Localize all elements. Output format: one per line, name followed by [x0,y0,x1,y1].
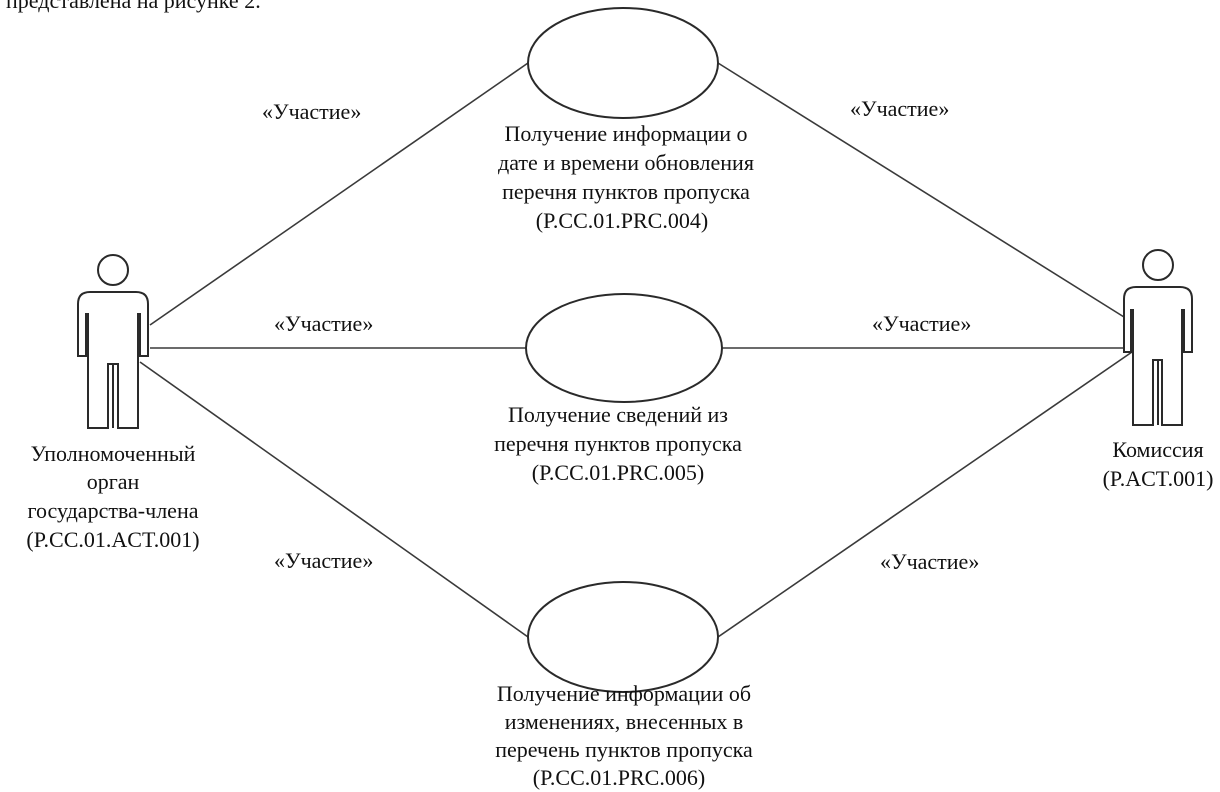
header-fragment: представлена на рисунке 2. [6,0,261,13]
association-right-uc3 [717,351,1133,638]
stereotype-left-uc2: «Участие» [274,311,373,336]
association-left-uc3 [139,361,529,638]
stereotype-right-uc3: «Участие» [880,549,979,574]
svg-text:перечень пунктов пропуска: перечень пунктов пропуска [495,737,753,762]
svg-text:перечня пунктов пропуска: перечня пунктов пропуска [502,179,750,204]
use-case-label-2: Получение сведений из перечня пунктов пр… [494,402,742,485]
svg-text:дате и времени обновления: дате и времени обновления [498,150,754,175]
svg-text:орган: орган [87,469,140,494]
svg-text:изменениях, внесенных в: изменениях, внесенных в [505,709,744,734]
stereotype-left-uc3: «Участие» [274,548,373,573]
use-case-label-3: Получение информации об изменениях, внес… [495,681,753,790]
association-right-uc1 [717,62,1133,323]
svg-text:(P.CC.01.PRC.006): (P.CC.01.PRC.006) [533,765,705,790]
svg-text:Получение информации о: Получение информации о [504,121,747,146]
use-case-ellipse-3[interactable] [527,581,719,693]
svg-text:государства-члена: государства-члена [28,498,199,523]
associations [139,62,1133,638]
svg-text:Уполномоченный: Уполномоченный [31,441,196,466]
svg-text:Комиссия: Комиссия [1112,437,1203,462]
actor-right-name: Комиссия (P.ACT.001) [1103,437,1214,491]
svg-text:перечня пунктов пропуска: перечня пунктов пропуска [494,431,742,456]
svg-text:(P.CC.01.ACT.001): (P.CC.01.ACT.001) [26,527,199,552]
svg-text:(P.CC.01.PRC.004): (P.CC.01.PRC.004) [536,208,708,233]
actor-left-name: Уполномоченный орган государства-члена (… [26,441,199,552]
stereotype-right-uc1: «Участие» [850,96,949,121]
use-case-ellipse-1[interactable] [527,7,719,119]
svg-text:(P.CC.01.PRC.005): (P.CC.01.PRC.005) [532,460,704,485]
actor-right-icon[interactable] [1123,249,1193,426]
svg-text:Получение сведений из: Получение сведений из [508,402,728,427]
stereotype-left-uc1: «Участие» [262,99,361,124]
stereotype-right-uc2: «Участие» [872,311,971,336]
svg-text:Получение информации об: Получение информации об [497,681,751,706]
use-case-ellipse-2[interactable] [525,293,723,403]
stereotype-labels: «Участие» «Участие» «Участие» «Участие» … [262,96,979,574]
association-left-uc1 [149,62,529,326]
actor-left-icon[interactable] [77,254,149,429]
svg-text:(P.ACT.001): (P.ACT.001) [1103,466,1214,491]
use-case-label-1: Получение информации о дате и времени об… [498,121,754,233]
